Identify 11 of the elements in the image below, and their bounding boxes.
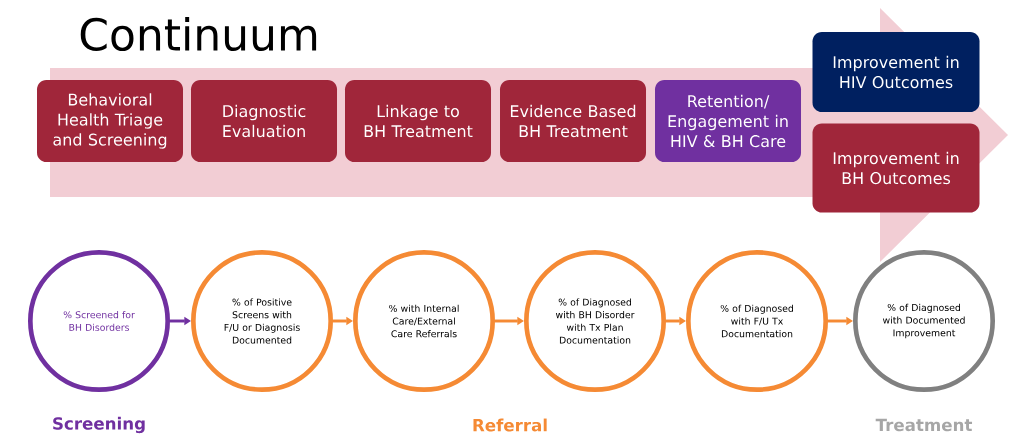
process-box: Improvement in BH Outcomes (812, 123, 980, 213)
title: Continuum (80, 16, 317, 52)
process-box: Behavioral Health Triage and Screening (37, 80, 183, 162)
stage-label: Referral (473, 418, 547, 432)
stage-label: Screening (53, 416, 145, 434)
stage-label: Treatment (875, 418, 973, 432)
process-box: Linkage to BH Treatment (345, 80, 491, 162)
process-box: Evidence Based BH Treatment (500, 80, 646, 162)
process-box: Retention/ Engagement in HIV & BH Care (655, 80, 801, 162)
process-box: Improvement in HIV Outcomes (812, 32, 980, 112)
process-box: Diagnostic Evaluation (191, 80, 337, 162)
